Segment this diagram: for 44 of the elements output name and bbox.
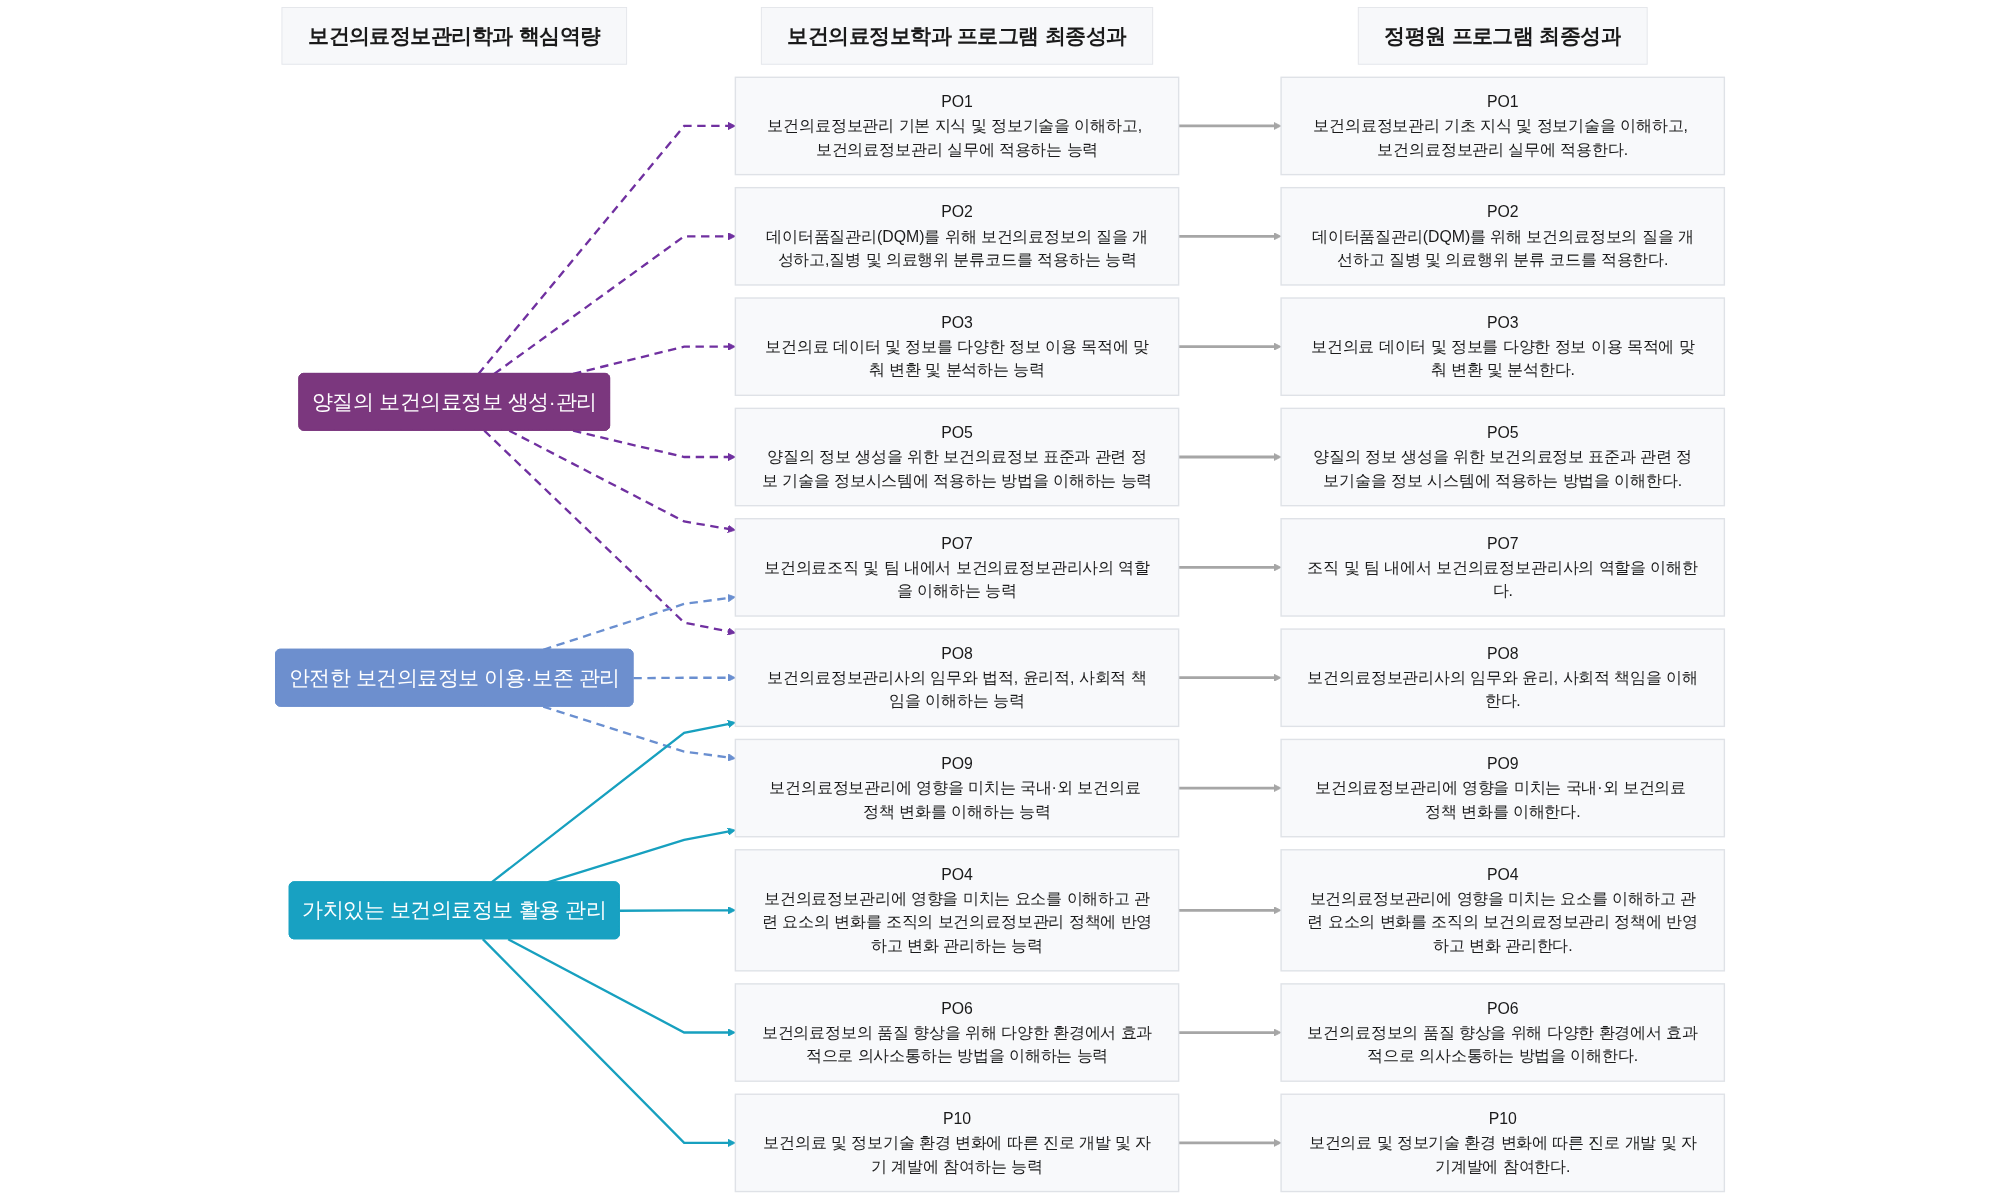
node-box: PO1 보건의료정보관리 기본 지식 및 정보기술을 이해하고, 보건의료정보관리 실무에 적용하는 능력 (734, 76, 1180, 176)
arrow (1178, 232, 1282, 241)
node-box: PO3 보건의료 데이터 및 정보를 다양한 정보 이용 목적에 맞춰 변환 및 분석하는 능력 (734, 297, 1180, 396)
node-box: 정평원 프로그램 최종성과 (1357, 7, 1648, 65)
arrow (1178, 1138, 1282, 1147)
node-box: PO2 데이터품질관리(DQM)를 위해 보건의료정보의 질을 개선하고 질병 및 의료행위 분류 코드를 적용한다. (1280, 186, 1726, 286)
node-box: PO9 보건의료정보관리에 영향을 미치는 국내·외 보건의료 정책 변화를 이해한다. (1280, 738, 1726, 838)
node-box: 보건의료정보학과 프로그램 최종성과 (760, 7, 1154, 65)
node-box: PO4 보건의료정보관리에 영향을 미치는 요소를 이해하고 관련 요소의 변화를 조직의 보건의료정보관리 정책에 반영하고 변화 관리한다. (1280, 849, 1726, 972)
arrow (1178, 452, 1282, 462)
node-box: PO7 조직 및 팀 내에서 보건의료정보관리사의 역할을 이해한다. (1280, 518, 1726, 617)
arrow (619, 906, 736, 915)
node-box: PO8 보건의료정보관리사의 임무와 윤리, 사회적 책임을 이해한다. (1280, 628, 1726, 728)
node-box: PO3 보건의료 데이터 및 정보를 다양한 정보 이용 목적에 맞춰 변환 및 분석한다. (1280, 297, 1726, 396)
arrow (542, 594, 736, 651)
node-box: PO7 보건의료조직 및 팀 내에서 보건의료정보관리사의 역할을 이해하는 능력 (734, 518, 1180, 617)
node-box: PO9 보건의료정보관리에 영향을 미치는 국내·외 보건의료 정책 변화를 이해하는 능력 (734, 738, 1180, 838)
node-box: PO5 양질의 정보 생성을 위한 보건의료정보 표준과 관련 정보 기술을 정보시스템에 적용하는 방법을 이해하는 능력 (734, 407, 1180, 507)
node-box: P10 보건의료 및 정보기술 환경 변화에 따른 진로 개발 및 자기계발에 참여한다. (1280, 1093, 1726, 1193)
arrow (482, 938, 736, 1147)
arrow (572, 429, 736, 462)
arrow (633, 673, 736, 682)
node-box: PO5 양질의 정보 생성을 위한 보건의료정보 표준과 관련 정보기술을 정보 시스템에 적용하는 방법을 이해한다. (1280, 407, 1726, 507)
arrow (1178, 342, 1282, 351)
arrow (1178, 121, 1282, 131)
arrow (1178, 906, 1282, 915)
arrow (542, 705, 736, 762)
node-box: 보건의료정보관리학과 핵심역량 (281, 7, 628, 65)
node-box: PO2 데이터품질관리(DQM)를 위해 보건의료정보의 질을 개성하고,질병 및 의료행위 분류코드를 적용하는 능력 (734, 186, 1180, 286)
arrow (477, 121, 736, 375)
arrow (1178, 784, 1282, 793)
node-box: PO1 보건의료정보관리 기초 지식 및 정보기술을 이해하고, 보건의료정보관리 실무에 적용한다. (1280, 76, 1726, 176)
arrow (493, 232, 736, 375)
arrow (1178, 563, 1282, 572)
node-box: P10 보건의료 및 정보기술 환경 변화에 따른 진로 개발 및 자기 계발에 참여하는 능력 (734, 1093, 1180, 1193)
arrow (1178, 673, 1282, 682)
arrow (1178, 1028, 1282, 1037)
node-box: PO6 보건의료정보의 품질 향상을 위해 다양한 환경에서 효과적으로 의사소통하는 방법을 이해하는 능력 (734, 983, 1180, 1082)
arrow (508, 429, 736, 533)
node-box: PO4 보건의료정보관리에 영향을 미치는 요소를 이해하고 관련 요소의 변화를 조직의 보건의료정보관리 정책에 반영하고 변화 관리하는 능력 (734, 849, 1180, 972)
arrow (507, 938, 736, 1037)
node-box: PO8 보건의료정보관리사의 임무와 법적, 윤리적, 사회적 책임을 이해하는 능력 (734, 628, 1180, 728)
arrow (483, 429, 736, 636)
node-box: PO6 보건의료정보의 품질 향상을 위해 다양한 환경에서 효과적으로 의사소통하는 방법을 이해한다. (1280, 983, 1726, 1082)
